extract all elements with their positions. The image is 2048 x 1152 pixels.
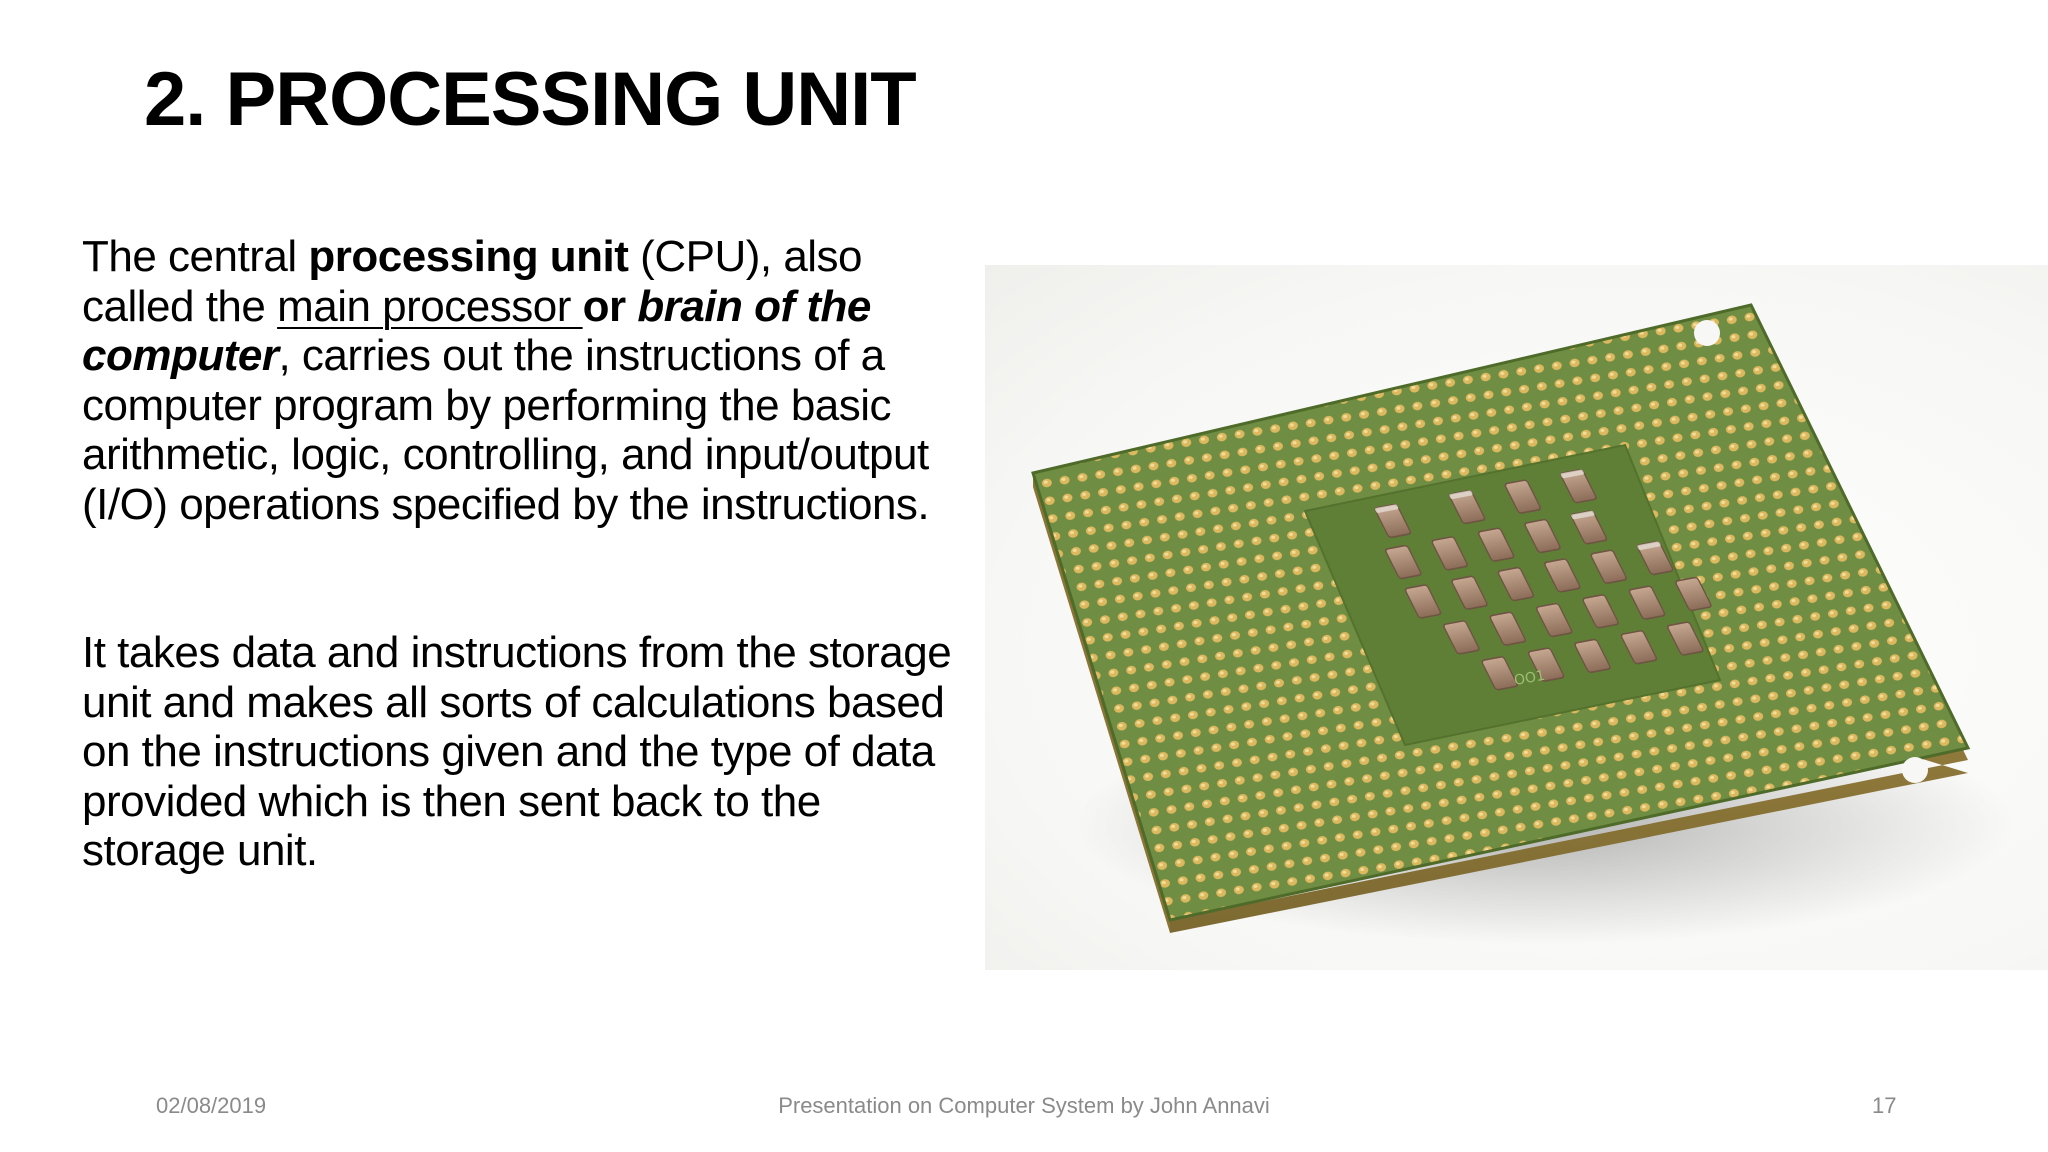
- bold-word-or: or: [582, 281, 638, 331]
- bold-italic-term-brain-of-computer: brain of the computer: [82, 281, 871, 381]
- paragraph-cpu-definition: The central processing unit (CPU), also …: [82, 232, 952, 529]
- text-run: The central: [82, 232, 309, 281]
- footer-page-number: 17: [1872, 1093, 1897, 1118]
- bold-term-processing-unit: processing unit: [308, 232, 629, 281]
- paragraph-cpu-function: It takes data and instructions from the …: [82, 628, 952, 875]
- text-run: , carries out the instructions of a comp…: [82, 331, 930, 529]
- footer-presentation-title: Presentation on Computer System by John …: [778, 1093, 1270, 1118]
- text-run: (CPU), also called the: [82, 232, 863, 331]
- capacitor-array: [1374, 469, 1712, 691]
- body-text: The central processing unit (CPU), also …: [82, 232, 952, 876]
- footer-date: 02/08/2019: [156, 1093, 267, 1118]
- cpu-chip-image: OO1: [985, 265, 2048, 970]
- slide-title: 2. PROCESSING UNIT: [144, 57, 917, 142]
- chip-marking: OO1: [1513, 668, 1546, 689]
- underlined-term-main-processor: main processor: [277, 281, 583, 331]
